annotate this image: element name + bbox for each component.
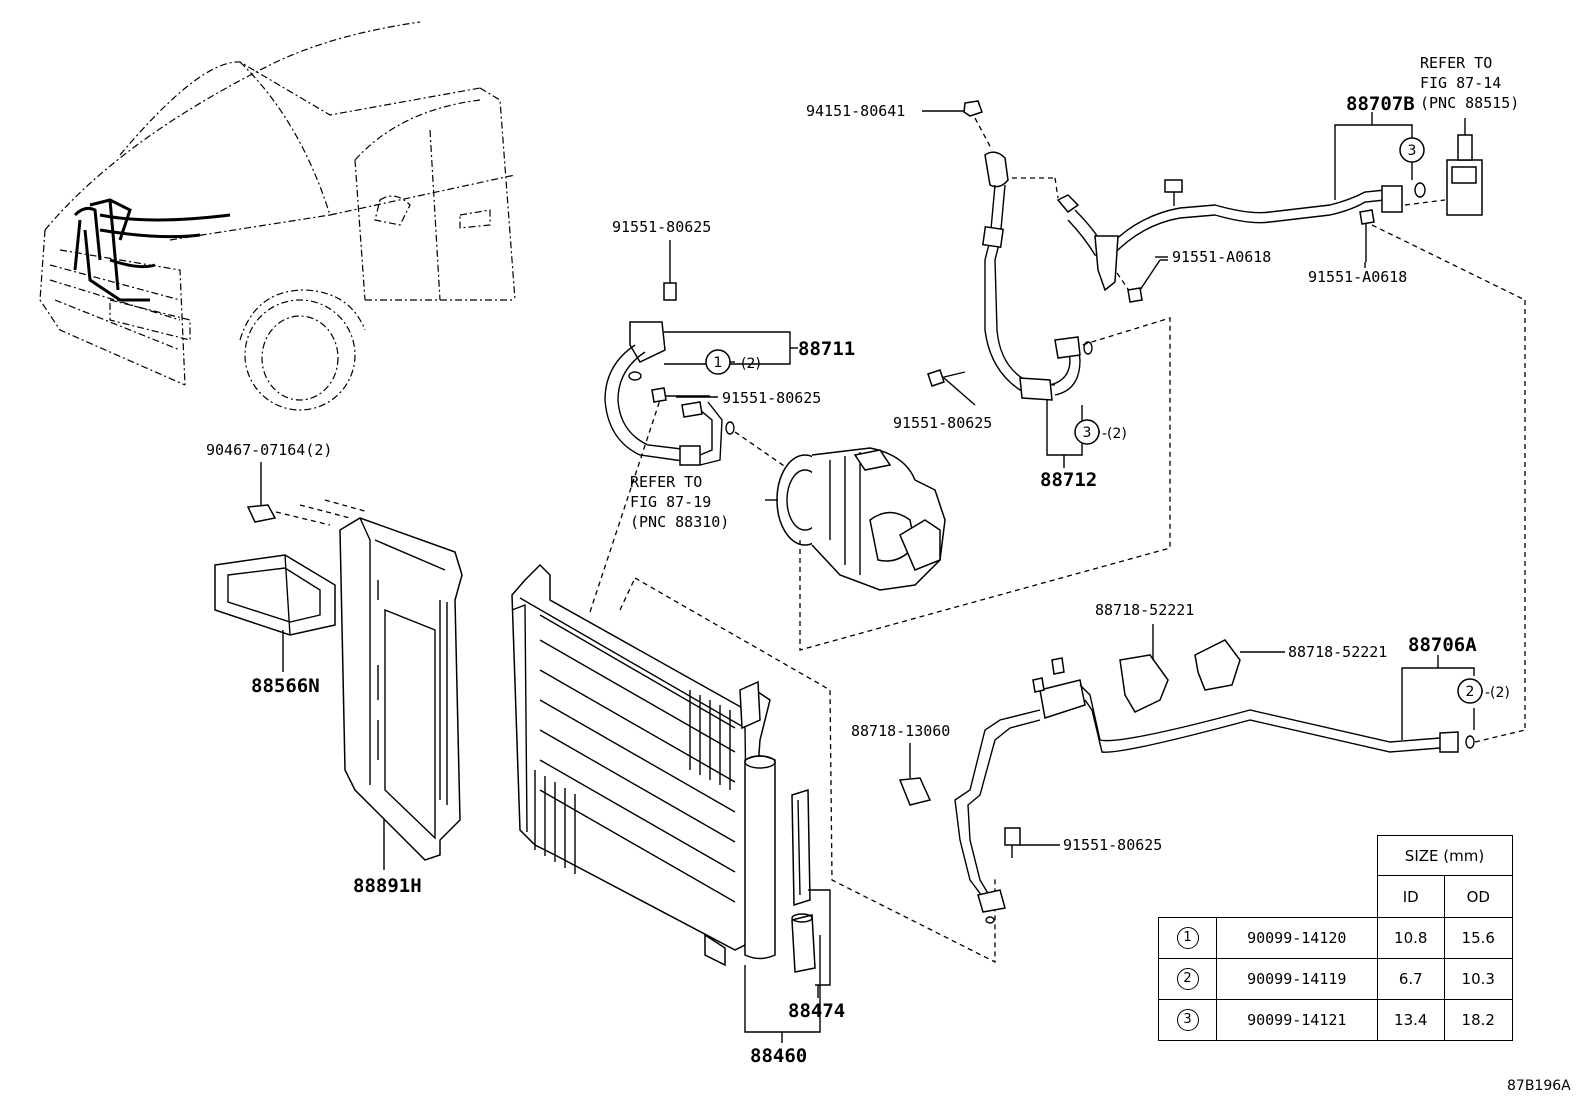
row-mark: 2 <box>1176 968 1199 990</box>
label-94151-80641: 94151-80641 <box>806 102 905 120</box>
table-row: 3 90099-14121 13.4 18.2 <box>1158 999 1513 1041</box>
tube-88707b <box>1056 118 1526 730</box>
part-labels: 94151-80641 91551-80625 91551-80625 9155… <box>206 93 1510 1067</box>
svg-text:REFER TO: REFER TO <box>630 473 702 491</box>
shroud-88891h <box>339 517 463 861</box>
desiccant-88474 <box>791 788 816 973</box>
row-part-number: 90099-14121 <box>1216 999 1378 1041</box>
label-91551-80625-mid: 91551-80625 <box>722 389 821 407</box>
row-id: 6.7 <box>1376 958 1445 1000</box>
qty-label-88712: -(2) <box>1102 426 1127 442</box>
bracket-88706a <box>1401 667 1475 740</box>
table-row: 1 90099-14120 10.8 15.6 <box>1158 917 1513 959</box>
label-88718-13060: 88718-13060 <box>851 722 950 740</box>
clip-90467 <box>246 462 369 526</box>
label-91551-80625-top: 91551-80625 <box>612 218 711 236</box>
label-88706a: 88706A <box>1408 634 1477 656</box>
col-header-od: OD <box>1444 875 1513 918</box>
seal-88566n <box>214 554 336 636</box>
svg-text:FIG 87-14: FIG 87-14 <box>1420 74 1501 92</box>
label-88712: 88712 <box>1040 469 1097 491</box>
label-88891h: 88891H <box>353 875 422 897</box>
svg-text:FIG 87-19: FIG 87-19 <box>630 493 711 511</box>
compressor <box>776 447 946 591</box>
label-90467-07164: 90467-07164(2) <box>206 441 332 459</box>
row-mark: 1 <box>1176 927 1199 949</box>
bracket-88474 <box>808 889 831 986</box>
row-part-number: 90099-14120 <box>1216 917 1378 959</box>
label-88718-52221-left: 88718-52221 <box>1095 601 1194 619</box>
label-88718-52221-right: 88718-52221 <box>1288 643 1387 661</box>
label-88707b: 88707B <box>1346 93 1415 115</box>
condenser-fins <box>534 614 736 903</box>
row-mark: 3 <box>1176 1009 1199 1031</box>
condenser-88460 <box>511 563 776 967</box>
qty-label-88706a: -(2) <box>1485 685 1510 701</box>
refer-note-fig-87-14: REFER TO FIG 87-14 (PNC 88515) <box>1420 54 1519 112</box>
table-row: 2 90099-14119 6.7 10.3 <box>1158 958 1513 1000</box>
label-88566n: 88566N <box>251 675 320 697</box>
svg-text:3: 3 <box>1083 425 1092 441</box>
row-od: 10.3 <box>1444 958 1513 1000</box>
qty-label-88711: -(2) <box>736 356 761 372</box>
svg-text:2: 2 <box>1466 684 1475 700</box>
row-od: 15.6 <box>1444 917 1513 959</box>
vehicle-outline <box>39 21 516 411</box>
col-header-id: ID <box>1376 875 1445 918</box>
label-88460: 88460 <box>750 1045 807 1067</box>
svg-text:REFER TO: REFER TO <box>1420 54 1492 72</box>
row-part-number: 90099-14119 <box>1216 958 1378 1000</box>
svg-text:3: 3 <box>1408 143 1417 159</box>
bracket-88707b <box>1334 124 1413 200</box>
circle-marker-3-88712: 3 <box>1074 419 1100 445</box>
label-91551-80625-bottom: 91551-80625 <box>1063 836 1162 854</box>
circle-marker-2: 2 <box>1457 678 1483 704</box>
svg-text:(PNC 88515): (PNC 88515) <box>1420 94 1519 112</box>
circle-marker-1: 1 <box>705 349 731 375</box>
row-od: 18.2 <box>1444 999 1513 1041</box>
size-header: SIZE (mm) <box>1376 835 1513 876</box>
label-88474: 88474 <box>788 1000 845 1022</box>
liquid-tube-88706a <box>898 639 1526 924</box>
label-91551-a0618-left: 91551-A0618 <box>1172 248 1271 266</box>
refer-note-fig-87-19: REFER TO FIG 87-19 (PNC 88310) <box>630 473 729 531</box>
circle-marker-3-88707b: 3 <box>1399 137 1425 163</box>
suction-hose-88711 <box>604 250 791 471</box>
svg-text:(PNC 88310): (PNC 88310) <box>630 513 729 531</box>
label-91551-80625-right: 91551-80625 <box>893 414 992 432</box>
o-ring-size-table: SIZE (mm) ID OD 1 90099-14120 10.8 15.6 … <box>1158 835 1513 1041</box>
row-id: 10.8 <box>1376 917 1445 959</box>
svg-text:1: 1 <box>714 355 723 371</box>
discharge-hose-88712 <box>922 100 1093 401</box>
figure-code: 87B196A <box>1507 1078 1571 1094</box>
label-88711: 88711 <box>798 338 855 360</box>
label-91551-a0618-right: 91551-A0618 <box>1308 268 1407 286</box>
row-id: 13.4 <box>1376 999 1445 1041</box>
